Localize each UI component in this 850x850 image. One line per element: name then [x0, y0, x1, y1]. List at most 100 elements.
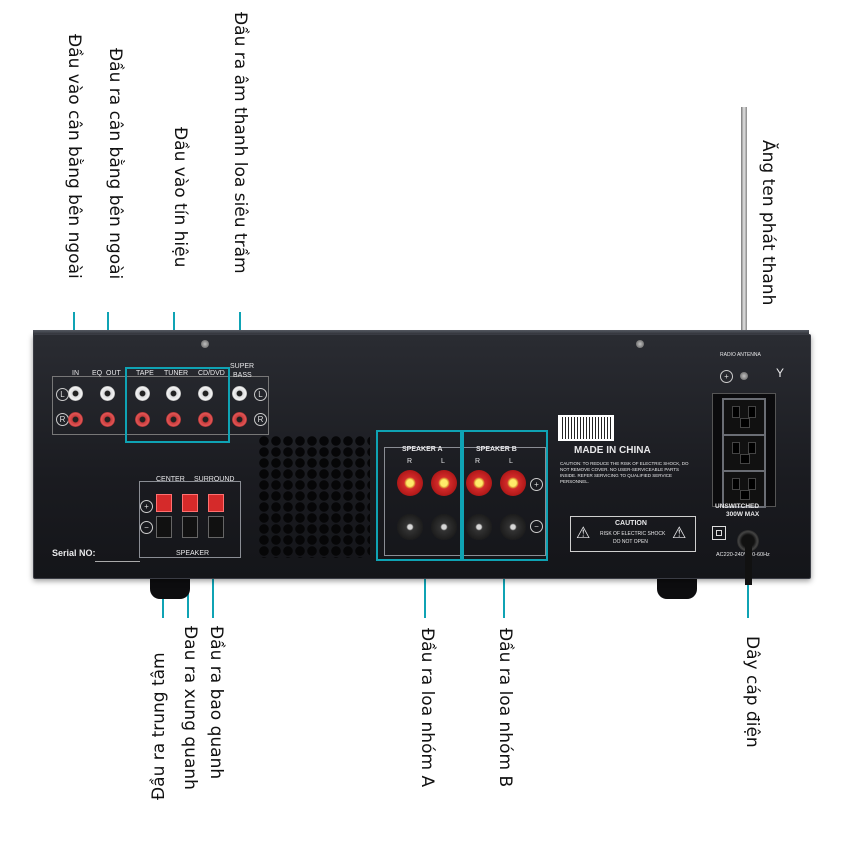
barcode-sticker	[558, 415, 614, 441]
left-channel-marker: L	[56, 388, 69, 401]
speaker-a-title: SPEAKER A	[402, 446, 443, 453]
speaker-b-l-label: L	[509, 458, 513, 465]
super-label: SUPER	[230, 363, 255, 370]
bass-label: BASS	[233, 372, 252, 379]
antenna-ground-marker: +	[720, 370, 733, 383]
right-channel-marker-right: R	[254, 413, 267, 426]
chassis-screw-right	[636, 340, 644, 348]
speaker-a-highlight	[376, 430, 462, 561]
cddvd-jack-l[interactable]	[198, 386, 213, 401]
leader-power-cable	[747, 585, 749, 618]
speaker-b-l-positive[interactable]	[500, 470, 526, 496]
speaker-b-r-positive[interactable]	[466, 470, 492, 496]
caution-line-1: RISK OF ELECTRIC SHOCK	[600, 531, 666, 537]
antenna-symbol-icon: Y	[776, 366, 785, 380]
power-cable-grommet	[737, 530, 759, 552]
in-label: IN	[72, 370, 79, 377]
speaker-a-l-label: L	[441, 458, 445, 465]
serial-number-label: Serial NO:	[52, 548, 96, 558]
radio-antenna-label: RADIO ANTENNA	[720, 352, 761, 358]
eq-out-jack-r[interactable]	[100, 412, 115, 427]
center-plus-marker: +	[140, 500, 153, 513]
center-label: CENTER	[156, 476, 185, 483]
center-surround-frame	[139, 481, 241, 558]
leader-surround-b	[212, 555, 214, 618]
speaker-plus-marker: +	[530, 478, 543, 491]
speaker-panel-frame	[384, 447, 546, 556]
out-label: OUT	[106, 370, 121, 377]
speaker-a-r-label: R	[407, 458, 413, 465]
ac-outlet-3[interactable]	[722, 470, 766, 508]
made-in-label: MADE IN CHINA	[574, 445, 651, 456]
radio-antenna-rod	[741, 107, 747, 377]
power-cable	[745, 545, 752, 585]
right-foot	[657, 575, 697, 599]
signal-input-highlight	[125, 367, 230, 443]
speaker-b-highlight	[462, 430, 548, 561]
surround-r-terminal-red[interactable]	[208, 494, 224, 512]
speaker-minus-marker: −	[530, 520, 543, 533]
surround-l-terminal-red[interactable]	[182, 494, 198, 512]
ac-rating-label: AC220-240V 50-60Hz	[716, 552, 770, 558]
tuner-jack-r[interactable]	[166, 412, 181, 427]
speaker-a-l-positive[interactable]	[431, 470, 457, 496]
speaker-b-l-negative[interactable]	[500, 514, 526, 540]
super-bass-jack-l[interactable]	[232, 386, 247, 401]
cddvd-label: CD/DVD	[198, 370, 225, 377]
label-super-bass: Đầu ra âm thanh loa siêu trầm	[230, 12, 250, 274]
max-power-label: 300W MAX	[726, 511, 760, 518]
left-foot	[150, 575, 190, 599]
chassis-screw-left	[201, 340, 209, 348]
leader-speaker-b	[503, 558, 505, 618]
eq-label: EQ	[92, 370, 103, 377]
double-insulation-icon	[712, 526, 726, 540]
caution-notice-text: CAUTION: TO REDUCE THE RISK OF ELECTRIC …	[560, 461, 689, 484]
ac-outlet-1[interactable]	[722, 398, 766, 436]
surround-label: SURROUND	[194, 476, 235, 483]
speaker-b-r-negative[interactable]	[466, 514, 492, 540]
input-section-frame	[52, 376, 269, 435]
label-surround-b: Đầu ra bao quanh	[206, 626, 226, 780]
label-eq-out: Đầu ra cân bằng bên ngoài	[105, 48, 125, 280]
leader-speaker-a	[424, 558, 426, 618]
speaker-b-r-label: R	[475, 458, 481, 465]
cooling-vent-grille	[258, 435, 370, 558]
tuner-jack-l[interactable]	[166, 386, 181, 401]
serial-number-line	[95, 561, 140, 562]
tape-jack-l[interactable]	[135, 386, 150, 401]
label-antenna: Ăng ten phát thanh	[758, 140, 778, 306]
tape-label: TAPE	[136, 370, 154, 377]
speaker-a-l-negative[interactable]	[431, 514, 457, 540]
speaker-group-label: SPEAKER	[176, 550, 210, 557]
center-minus-marker: −	[140, 521, 153, 534]
ac-outlet-2[interactable]	[722, 434, 766, 472]
cddvd-jack-r[interactable]	[198, 412, 213, 427]
label-surround-a: Đau ra xung quanh	[180, 626, 200, 790]
eq-out-jack-l[interactable]	[100, 386, 115, 401]
label-speaker-a: Đầu ra loa nhóm A	[417, 628, 437, 788]
left-channel-marker-right: L	[254, 388, 267, 401]
surround-l-terminal-black[interactable]	[182, 516, 198, 538]
center-terminal-red[interactable]	[156, 494, 172, 512]
chassis-top-edge	[33, 330, 809, 336]
antenna-terminal[interactable]	[740, 372, 748, 380]
label-center: Đầu ra trung tâm	[149, 652, 169, 800]
super-bass-jack-r[interactable]	[232, 412, 247, 427]
caution-line-2: DO NOT OPEN	[613, 539, 648, 545]
surround-r-terminal-black[interactable]	[208, 516, 224, 538]
center-terminal-black[interactable]	[156, 516, 172, 538]
eq-in-jack-r[interactable]	[68, 412, 83, 427]
speaker-b-title: SPEAKER B	[476, 446, 517, 453]
label-signal-in: Đầu vào tín hiệu	[170, 127, 190, 268]
speaker-a-r-negative[interactable]	[397, 514, 423, 540]
unswitched-label: UNSWITCHED	[715, 503, 760, 510]
eq-in-jack-l[interactable]	[68, 386, 83, 401]
tape-jack-r[interactable]	[135, 412, 150, 427]
tuner-label: TUNER	[164, 370, 189, 377]
label-speaker-b: Đầu ra loa nhóm B	[495, 628, 515, 788]
caution-title: CAUTION	[615, 520, 647, 527]
speaker-a-r-positive[interactable]	[397, 470, 423, 496]
label-power-cable: Dây cáp điện	[742, 636, 762, 748]
amplifier-rear-panel	[33, 334, 811, 579]
